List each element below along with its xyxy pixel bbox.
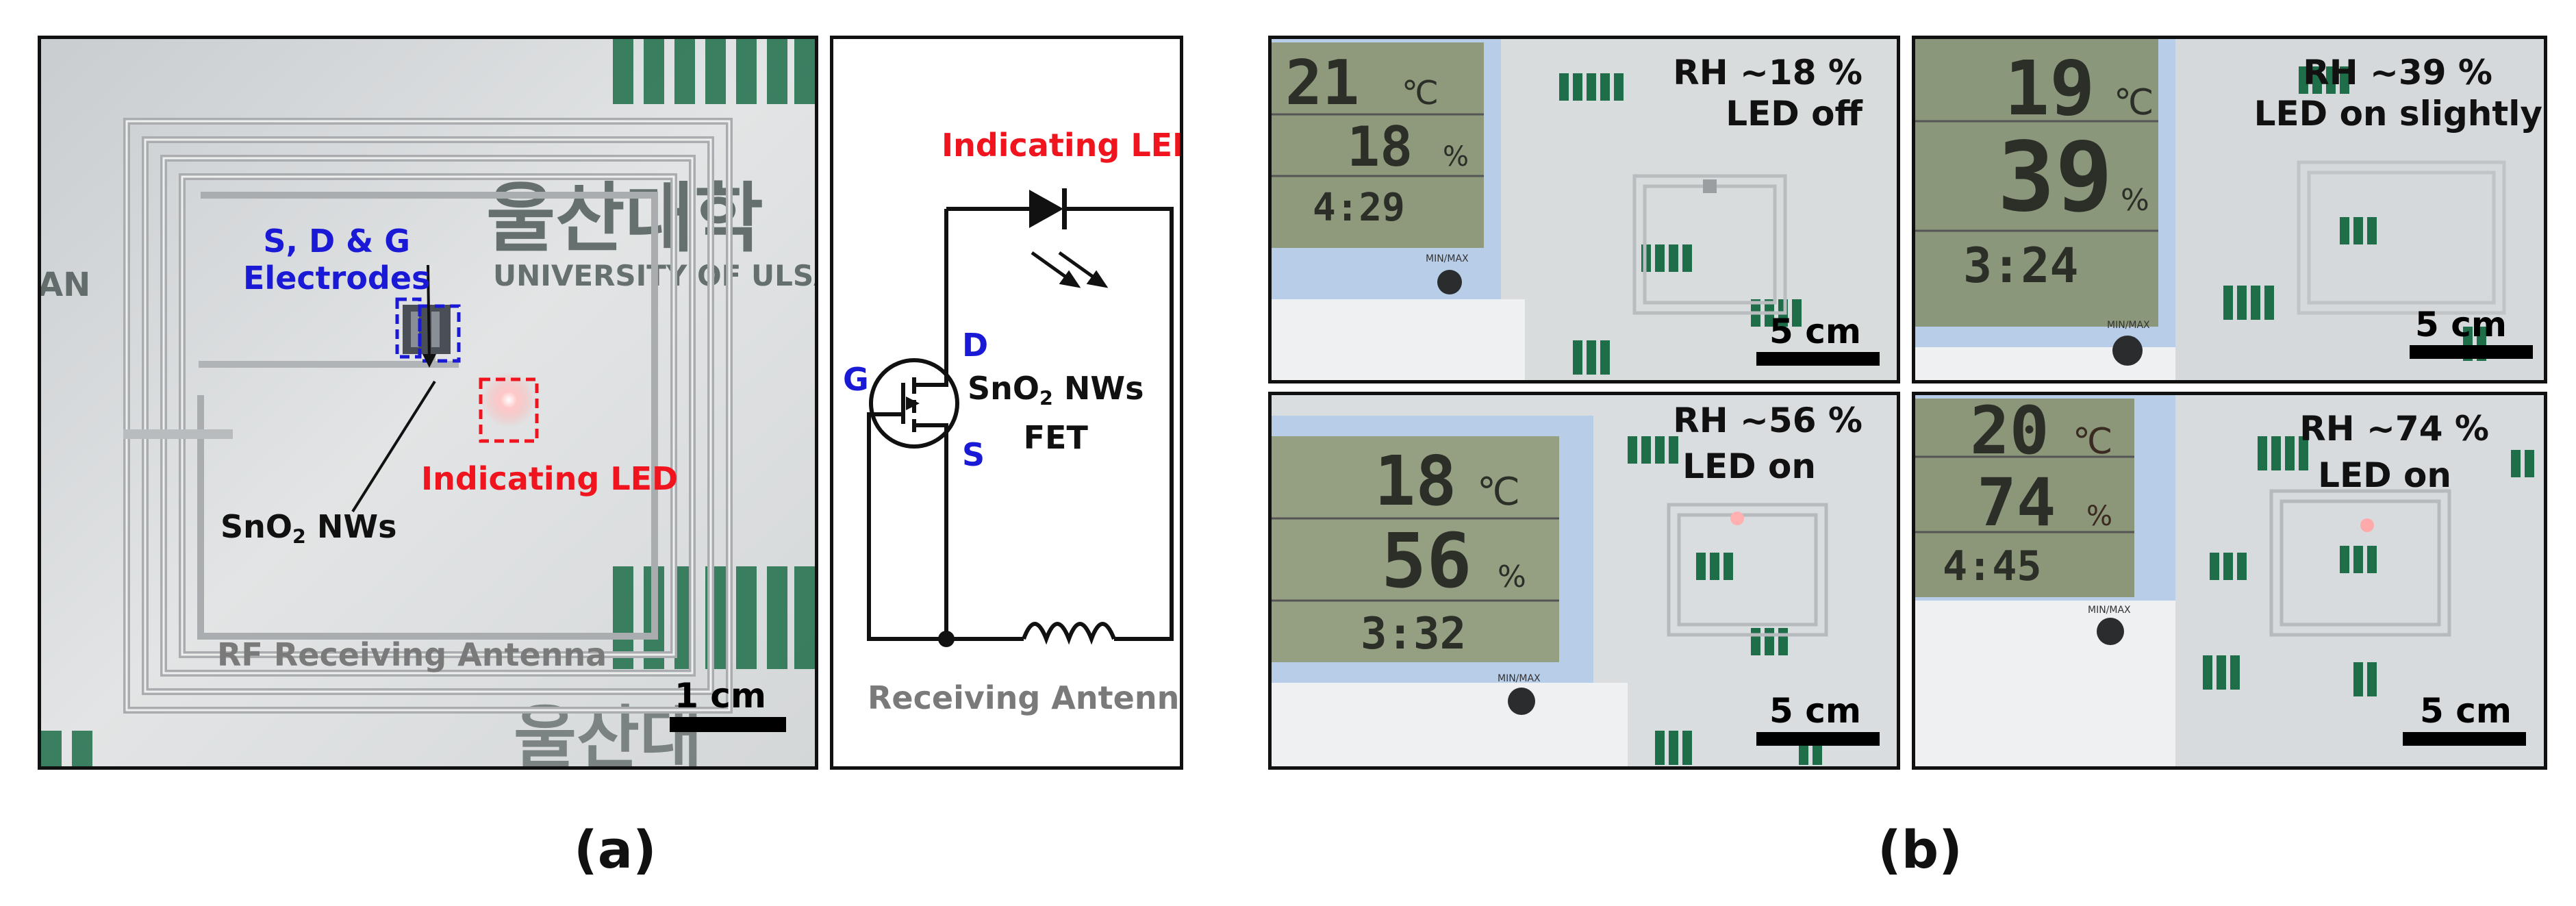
rh-photo-4: 20 ℃ 74 % 4:45 MIN/MAX RH ~74 % LED on 5… (1912, 392, 2547, 770)
scale-bar (2403, 732, 2526, 746)
led-state: LED off (1726, 94, 1862, 134)
svg-text:MIN/MAX: MIN/MAX (1426, 253, 1469, 264)
indicating-led-label: Indicating LED (421, 460, 679, 497)
svg-text:MIN/MAX: MIN/MAX (2107, 320, 2150, 331)
svg-text:18: 18 (1347, 115, 1413, 179)
nanowires-label: SnO2 NWs (220, 508, 397, 549)
rh-photo-1: 21 ℃ 18 % 4:29 MIN/MAX RH ~18 % LED off … (1268, 36, 1900, 383)
rh-value: RH ~18 % (1673, 53, 1862, 92)
hygrometer-photo: 21 ℃ 18 % 4:29 MIN/MAX (1272, 39, 1897, 380)
scale-bar-label: 5 cm (1769, 312, 1861, 351)
svg-text:19: 19 (2004, 45, 2095, 132)
gate-terminal: G (843, 361, 869, 398)
panel-b-label: (b) (1878, 819, 1962, 880)
svg-text:울산대학: 울산대학 (486, 175, 763, 262)
circuit-led-label: Indicating LED (942, 127, 1183, 164)
panel-a-label: (a) (574, 819, 657, 880)
svg-text:4:45: 4:45 (1943, 542, 2042, 590)
circuit-lines (867, 188, 1174, 647)
svg-text:℃: ℃ (1477, 470, 1520, 514)
svg-text:3:32: 3:32 (1361, 609, 1466, 659)
rh-value: RH ~39 % (2303, 53, 2492, 92)
led-state: LED on (2318, 455, 2451, 495)
svg-text:%: % (2086, 501, 2112, 532)
scale-bar (2410, 345, 2533, 359)
svg-text:MIN/MAX: MIN/MAX (1498, 673, 1541, 684)
receiving-antenna-label: Receiving Antenna (868, 679, 1183, 716)
drain-terminal: D (962, 327, 989, 364)
svg-text:MIN/MAX: MIN/MAX (2088, 605, 2131, 616)
svg-text:3:24: 3:24 (1963, 238, 2079, 294)
rh-photo-2: 19 ℃ 39 % 3:24 MIN/MAX RH ~39 % LED on s… (1912, 36, 2547, 383)
scale-bar-label: 5 cm (2415, 305, 2507, 344)
svg-text:56: 56 (1381, 517, 1472, 605)
svg-text:39: 39 (1997, 122, 2113, 234)
scale-bar-label: 1 cm (674, 676, 766, 716)
rh-photo-3: 18 ℃ 56 % 3:32 MIN/MAX RH ~56 % LED on 5… (1268, 392, 1900, 770)
led-state: LED on slightly (2253, 94, 2542, 134)
svg-text:%: % (1498, 559, 1526, 594)
fet-label: SnO2 NWs FET (968, 370, 1144, 456)
scale-bar (1756, 352, 1880, 366)
scale-bar-label: 5 cm (2420, 691, 2512, 731)
svg-text:℃: ℃ (2114, 82, 2154, 123)
svg-text:℃: ℃ (1402, 74, 1439, 112)
svg-text:AN: AN (41, 266, 90, 304)
rf-antenna-label: RF Receiving Antenna (217, 636, 607, 673)
scale-bar-label: 5 cm (1769, 691, 1861, 731)
electrodes-label: S, D & G Electrodes (243, 223, 431, 297)
svg-text:4:29: 4:29 (1313, 186, 1405, 230)
rh-value: RH ~56 % (1673, 401, 1862, 440)
svg-text:20: 20 (1970, 395, 2049, 469)
hygrometer-photo: 18 ℃ 56 % 3:32 MIN/MAX (1272, 395, 1897, 766)
svg-text:18: 18 (1374, 441, 1456, 521)
svg-text:℃: ℃ (2073, 421, 2112, 462)
svg-text:74: 74 (1977, 464, 2056, 541)
rh-value: RH ~74 % (2299, 409, 2489, 449)
hygrometer-photo: 20 ℃ 74 % 4:45 MIN/MAX (1915, 395, 2544, 766)
led-state: LED on (1682, 446, 1816, 486)
hygrometer-photo: 19 ℃ 39 % 3:24 MIN/MAX (1915, 39, 2544, 380)
source-terminal: S (962, 436, 985, 473)
svg-text:%: % (1443, 141, 1469, 173)
circuit-schematic: Indicating LED G D S SnO2 NWs FET Receiv… (830, 36, 1183, 770)
svg-text:21: 21 (1285, 47, 1359, 119)
svg-text:%: % (2121, 183, 2149, 218)
scale-bar (670, 717, 786, 732)
scale-bar (1756, 732, 1880, 746)
